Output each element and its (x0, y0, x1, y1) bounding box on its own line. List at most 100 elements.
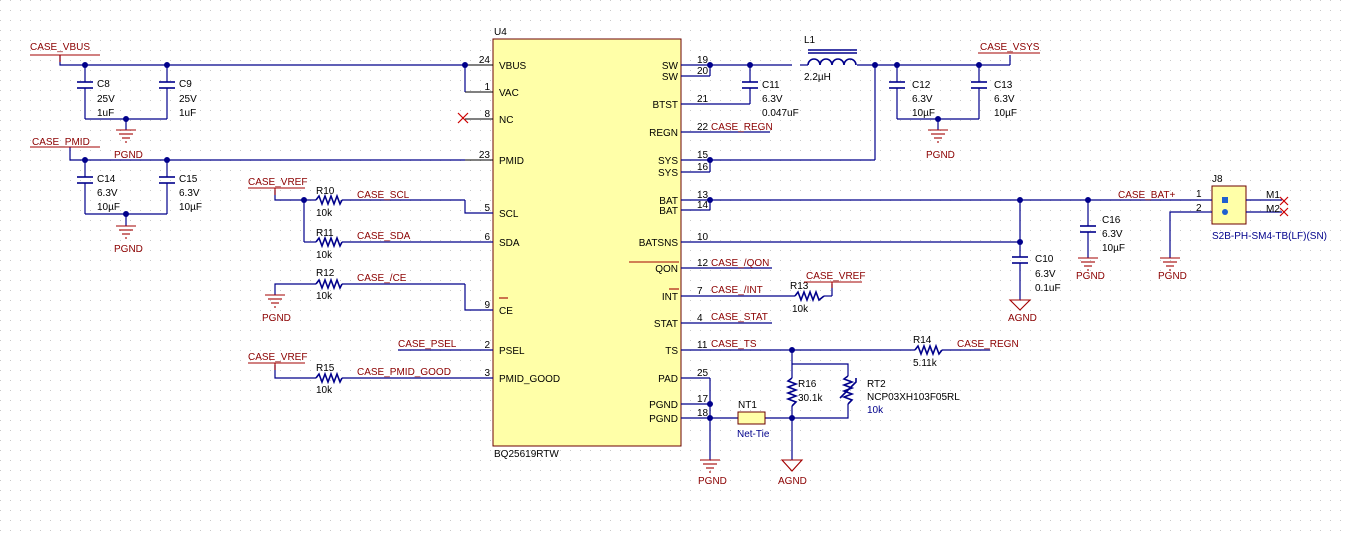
capacitor-c15[interactable]: C15 6.3V 10µF (159, 174, 202, 213)
net-label-case-regn[interactable]: CASE_REGN (711, 122, 773, 133)
svg-text:1: 1 (1196, 189, 1202, 200)
svg-text:NT1: NT1 (738, 400, 757, 411)
svg-text:C9: C9 (179, 79, 192, 90)
connector-j8[interactable]: J8 1 2 M1 M2 S2B-PH-SM4-TB(LF)(SN) (1196, 174, 1327, 242)
inductor-l1[interactable]: L1 2.2µH (804, 35, 857, 83)
capacitor-c13[interactable]: C13 6.3V 10µF (971, 80, 1017, 119)
svg-text:10k: 10k (316, 385, 333, 396)
pin-number: 15 (697, 150, 709, 161)
net-label-case-vref-3[interactable]: CASE_VREF (804, 271, 865, 288)
net-label-case-psel[interactable]: CASE_PSEL (398, 339, 457, 350)
svg-text:10µF: 10µF (97, 202, 120, 213)
ic-u4[interactable]: U4 BQ25619RTW (492, 27, 682, 460)
svg-text:PGND: PGND (698, 476, 727, 487)
svg-text:J8: J8 (1212, 174, 1223, 185)
pin-number: 24 (479, 55, 491, 66)
net-label-case-stat[interactable]: CASE_STAT (711, 312, 768, 323)
capacitor-c10[interactable]: C10 6.3V 0.1uF (1012, 254, 1061, 294)
svg-text:25V: 25V (97, 94, 115, 105)
svg-text:CASE_VBUS: CASE_VBUS (30, 42, 90, 53)
net-label-case-pmid-good[interactable]: CASE_PMID_GOOD (357, 367, 451, 378)
pin-number: 25 (697, 368, 709, 379)
pin-number: 4 (697, 313, 703, 324)
pgnd-symbol-6: PGND (1158, 257, 1187, 282)
svg-text:5.11k: 5.11k (913, 358, 938, 369)
svg-text:30.1k: 30.1k (798, 393, 823, 404)
pin-number: 6 (484, 232, 490, 243)
svg-text:10µF: 10µF (994, 108, 1017, 119)
svg-text:CASE_VSYS: CASE_VSYS (980, 42, 1040, 53)
pin-name: BATSNS (639, 238, 679, 249)
svg-text:S2B-PH-SM4-TB(LF)(SN): S2B-PH-SM4-TB(LF)(SN) (1212, 231, 1327, 242)
capacitor-c14[interactable]: C14 6.3V 10µF (77, 174, 120, 213)
resistor-r11[interactable]: R11 10k (315, 228, 343, 261)
resistor-r13[interactable]: R13 10k (790, 281, 825, 315)
thermistor-rt2[interactable]: RT2 NCP03XH103F05RL 10k (839, 375, 960, 416)
net-label-case-vsys[interactable]: CASE_VSYS (978, 42, 1040, 54)
svg-text:C13: C13 (994, 80, 1013, 91)
svg-text:R15: R15 (316, 363, 335, 374)
net-label-case-vbus[interactable]: CASE_VBUS (30, 42, 100, 62)
net-label-case-vref-2[interactable]: CASE_VREF (248, 352, 307, 370)
svg-text:M2: M2 (1266, 204, 1280, 215)
svg-text:Net-Tie: Net-Tie (737, 429, 770, 440)
svg-text:1uF: 1uF (97, 108, 114, 119)
svg-text:CASE_VREF: CASE_VREF (248, 352, 307, 363)
svg-text:PGND: PGND (114, 150, 143, 161)
net-label-case-int[interactable]: CASE_/INT (711, 285, 763, 296)
pin-number: 12 (697, 258, 709, 269)
pin-name: SDA (499, 238, 520, 249)
svg-text:CASE_PMID: CASE_PMID (32, 137, 90, 148)
capacitor-c11[interactable]: C11 6.3V 0.047uF (742, 80, 799, 119)
net-label-case-regn-2[interactable]: CASE_REGN (957, 339, 1019, 350)
pin-number: 11 (697, 340, 708, 351)
resistor-r10[interactable]: R10 10k (315, 186, 343, 219)
svg-text:10k: 10k (316, 291, 333, 302)
net-label-case-pmid[interactable]: CASE_PMID (30, 137, 100, 148)
pin-name: PMID (499, 156, 524, 167)
pin-number: 19 (697, 55, 709, 66)
net-label-case-ce[interactable]: CASE_/CE (357, 273, 407, 284)
pin-name: BAT (659, 206, 678, 217)
capacitor-c9[interactable]: C9 25V 1uF (159, 79, 197, 119)
pin-nc-8[interactable]: 8NC (465, 109, 513, 126)
net-label-case-bat[interactable]: CASE_BAT+ (1118, 190, 1175, 201)
svg-text:C8: C8 (97, 79, 110, 90)
svg-text:6.3V: 6.3V (1035, 269, 1056, 280)
svg-text:C10: C10 (1035, 254, 1054, 265)
net-label-case-vref-1[interactable]: CASE_VREF (248, 177, 307, 195)
pin-name: PGND (649, 414, 678, 425)
pin-number: 22 (697, 122, 709, 133)
capacitor-c16[interactable]: C16 6.3V 10µF (1080, 215, 1125, 254)
pin-number: 7 (697, 286, 703, 297)
net-label-case-sda[interactable]: CASE_SDA (357, 231, 411, 242)
pgnd-symbol-2: PGND (114, 225, 143, 255)
net-label-case-ts[interactable]: CASE_TS (711, 339, 757, 350)
pin-number: 5 (484, 203, 490, 214)
resistor-r12[interactable]: R12 10k (315, 268, 343, 302)
resistor-r14[interactable]: R14 5.11k (913, 335, 943, 369)
svg-text:1uF: 1uF (179, 108, 196, 119)
pin-name: INT (662, 292, 678, 303)
pin-name: SW (662, 61, 679, 72)
resistor-r15[interactable]: R15 10k (315, 363, 343, 396)
capacitor-c12[interactable]: C12 6.3V 10µF (889, 80, 935, 119)
svg-text:2.2µH: 2.2µH (804, 72, 831, 83)
svg-text:R13: R13 (790, 281, 809, 292)
pin-number: 3 (484, 368, 490, 379)
pgnd-symbol-3: PGND (262, 294, 291, 324)
net-label-case-qon[interactable]: CASE_/QON (711, 258, 769, 269)
resistor-r16[interactable]: R16 30.1k (785, 377, 823, 407)
nettie-nt1[interactable]: NT1 Net-Tie (737, 400, 770, 440)
svg-text:AGND: AGND (778, 476, 807, 487)
svg-text:10k: 10k (867, 405, 884, 416)
pin-name: BTST (652, 100, 678, 111)
net-label-case-scl[interactable]: CASE_SCL (357, 190, 410, 201)
pin-number: 1 (484, 82, 490, 93)
svg-text:25V: 25V (179, 94, 197, 105)
capacitor-c8[interactable]: C8 25V 1uF (77, 79, 115, 119)
